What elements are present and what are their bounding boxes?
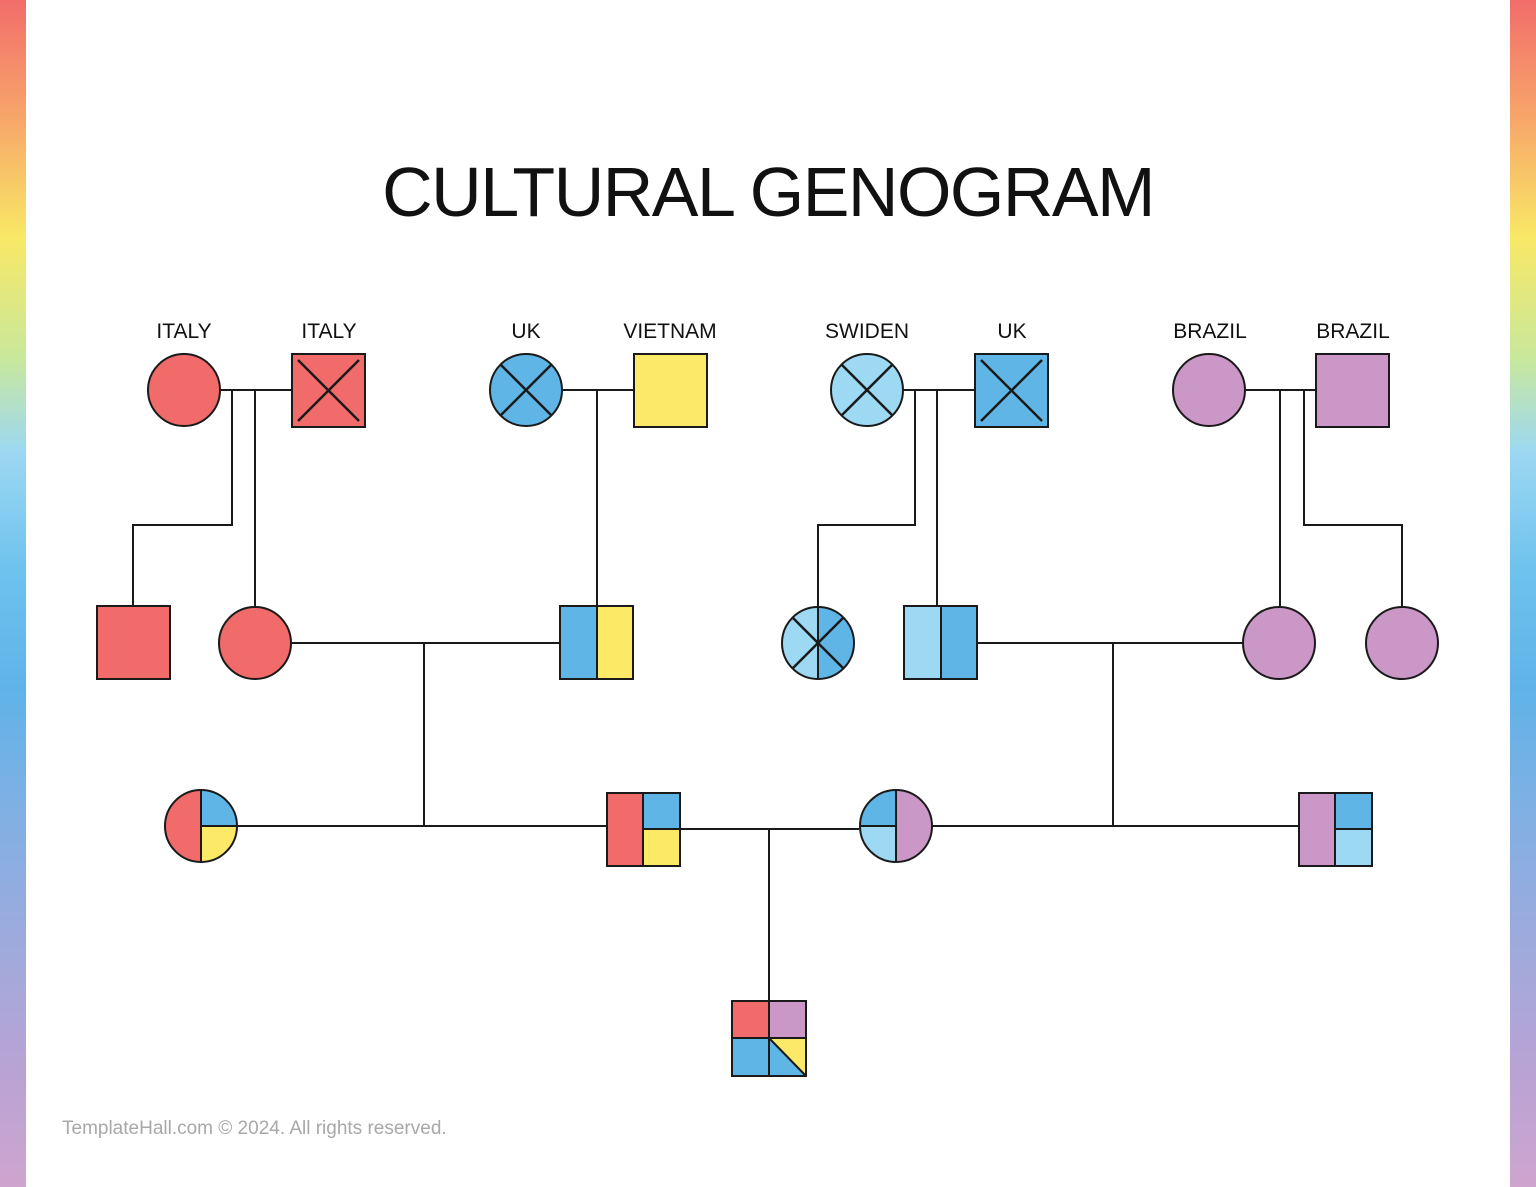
male-mixed-child xyxy=(731,1000,807,1077)
country-label-vietnam: VIETNAM xyxy=(623,320,716,343)
male-italy-uncle xyxy=(96,605,171,680)
male-mixed-brother-in-law xyxy=(1298,792,1373,867)
country-label-brazil-1: BRAZIL xyxy=(1173,320,1247,343)
female-swiden-deceased-grandmother-3 xyxy=(830,353,904,427)
male-uk-deceased-grandfather-3 xyxy=(974,353,1049,428)
copyright-footer: TemplateHall.com © 2024. All rights rese… xyxy=(62,1118,447,1139)
left-gradient-border xyxy=(0,0,26,1187)
female-mixed-sister xyxy=(164,789,238,863)
female-brazil-aunt xyxy=(1365,606,1439,680)
female-brazil-grandmother-4 xyxy=(1172,353,1246,427)
female-uk-deceased-grandmother-2 xyxy=(489,353,563,427)
male-vietnam-grandfather-2 xyxy=(633,353,708,428)
female-mixed-spouse xyxy=(859,789,933,863)
male-italy-deceased-grandfather-1 xyxy=(291,353,366,428)
country-label-swiden: SWIDEN xyxy=(825,320,909,343)
right-gradient-border xyxy=(1510,0,1536,1187)
country-label-italy-2: ITALY xyxy=(301,320,356,343)
male-mixed-self xyxy=(606,792,681,867)
country-label-uk-1: UK xyxy=(511,320,540,343)
female-italy-mother xyxy=(218,606,292,680)
country-label-uk-2: UK xyxy=(997,320,1026,343)
male-uk-vietnam-father xyxy=(559,605,634,680)
female-brazil-mother-in-law xyxy=(1242,606,1316,680)
female-swiden-uk-deceased-aunt xyxy=(781,606,855,680)
male-swiden-uk-father-in-law xyxy=(903,605,978,680)
page-title: CULTURAL GENOGRAM xyxy=(382,153,1155,231)
country-label-italy-1: ITALY xyxy=(156,320,211,343)
male-brazil-grandfather-4 xyxy=(1315,353,1390,428)
female-italy-grandmother-1 xyxy=(147,353,221,427)
country-label-brazil-2: BRAZIL xyxy=(1316,320,1390,343)
relationship-lines xyxy=(132,389,1403,1001)
